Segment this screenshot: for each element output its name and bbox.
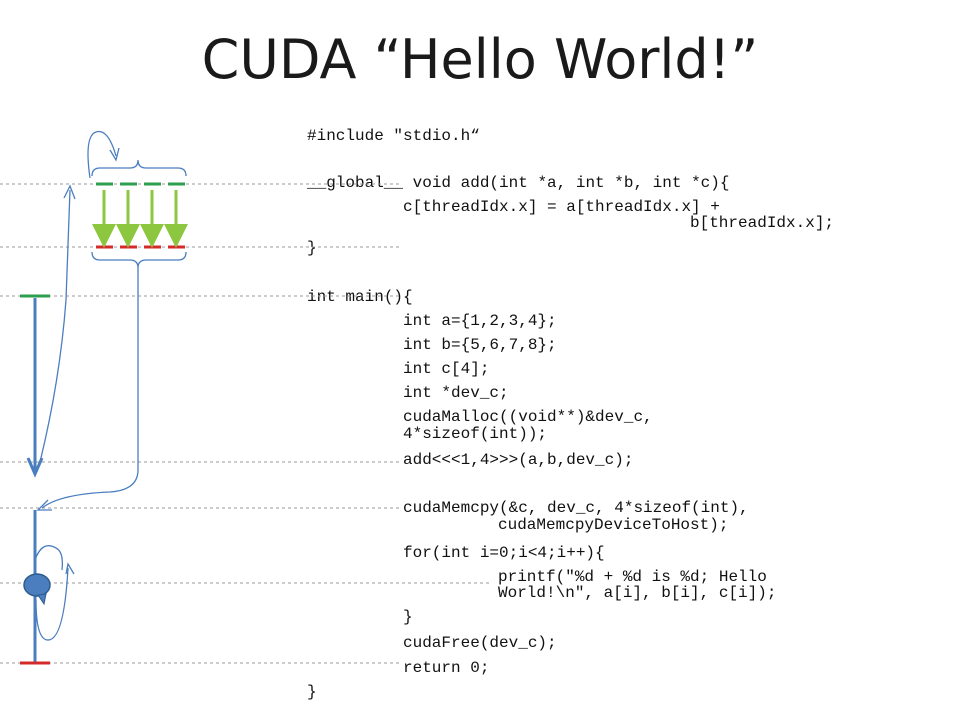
code-line-malloc-1: cudaMalloc((void**)&dev_c, bbox=[403, 408, 653, 426]
code-line-for-close: } bbox=[403, 608, 413, 626]
speech-bubble-icon bbox=[23, 573, 51, 606]
slide-title: CUDA “Hello World!” bbox=[201, 28, 759, 91]
code-line-kernel-launch: add<<<1,4>>>(a,b,dev_c); bbox=[403, 451, 634, 469]
code-line-printf-1: printf("%d + %d is %d; Hello bbox=[498, 568, 767, 586]
launch-to-kernel-arrowhead bbox=[63, 184, 76, 200]
guide-lines bbox=[0, 183, 490, 664]
code-line-include: #include "stdio.h“ bbox=[307, 127, 480, 145]
code-line-return: return 0; bbox=[403, 659, 490, 677]
code-line-memcpy-1: cudaMemcpy(&c, dev_c, 4*sizeof(int), bbox=[403, 499, 749, 517]
kernel-entry-loop-arrowhead bbox=[109, 147, 120, 162]
code-line-dev-c: int *dev_c; bbox=[403, 384, 509, 402]
device-thread-arrows bbox=[92, 190, 188, 248]
code-line-malloc-2: 4*sizeof(int)); bbox=[403, 425, 548, 443]
code-line-kernel-body-2: b[threadIdx.x]; bbox=[690, 214, 835, 232]
loop-back-arrowhead bbox=[65, 562, 75, 575]
kernel-return-curve bbox=[41, 268, 139, 509]
thread-group-bottom-brace bbox=[91, 251, 187, 269]
code-line-int-a: int a={1,2,3,4}; bbox=[403, 312, 557, 330]
host-main-arrowhead-1 bbox=[26, 457, 44, 478]
kernel-return-arrowhead bbox=[36, 499, 52, 511]
code-line-kernel-body-1: c[threadIdx.x] = a[threadIdx.x] + bbox=[403, 198, 720, 216]
loop-back-curve bbox=[35, 567, 69, 641]
kernel-entry-loop bbox=[87, 130, 117, 179]
code-line-main-close: } bbox=[307, 683, 317, 701]
code-line-for: for(int i=0;i<4;i++){ bbox=[403, 544, 605, 562]
code-line-global: __global__ void add(int *a, int *b, int … bbox=[307, 174, 730, 192]
code-line-printf-2: World!\n", a[i], b[i], c[i]); bbox=[498, 584, 777, 602]
code-line-memcpy-2: cudaMemcpyDeviceToHost); bbox=[498, 516, 729, 534]
code-line-main: int main(){ bbox=[307, 288, 413, 306]
loop-entry-curve bbox=[34, 545, 64, 571]
launch-to-kernel-curve bbox=[39, 189, 71, 463]
code-line-free: cudaFree(dev_c); bbox=[403, 634, 557, 652]
code-line-int-c: int c[4]; bbox=[403, 360, 490, 378]
code-line-int-b: int b={5,6,7,8}; bbox=[403, 336, 557, 354]
code-line-kernel-close: } bbox=[307, 239, 317, 257]
thread-group-top-brace bbox=[91, 159, 187, 177]
